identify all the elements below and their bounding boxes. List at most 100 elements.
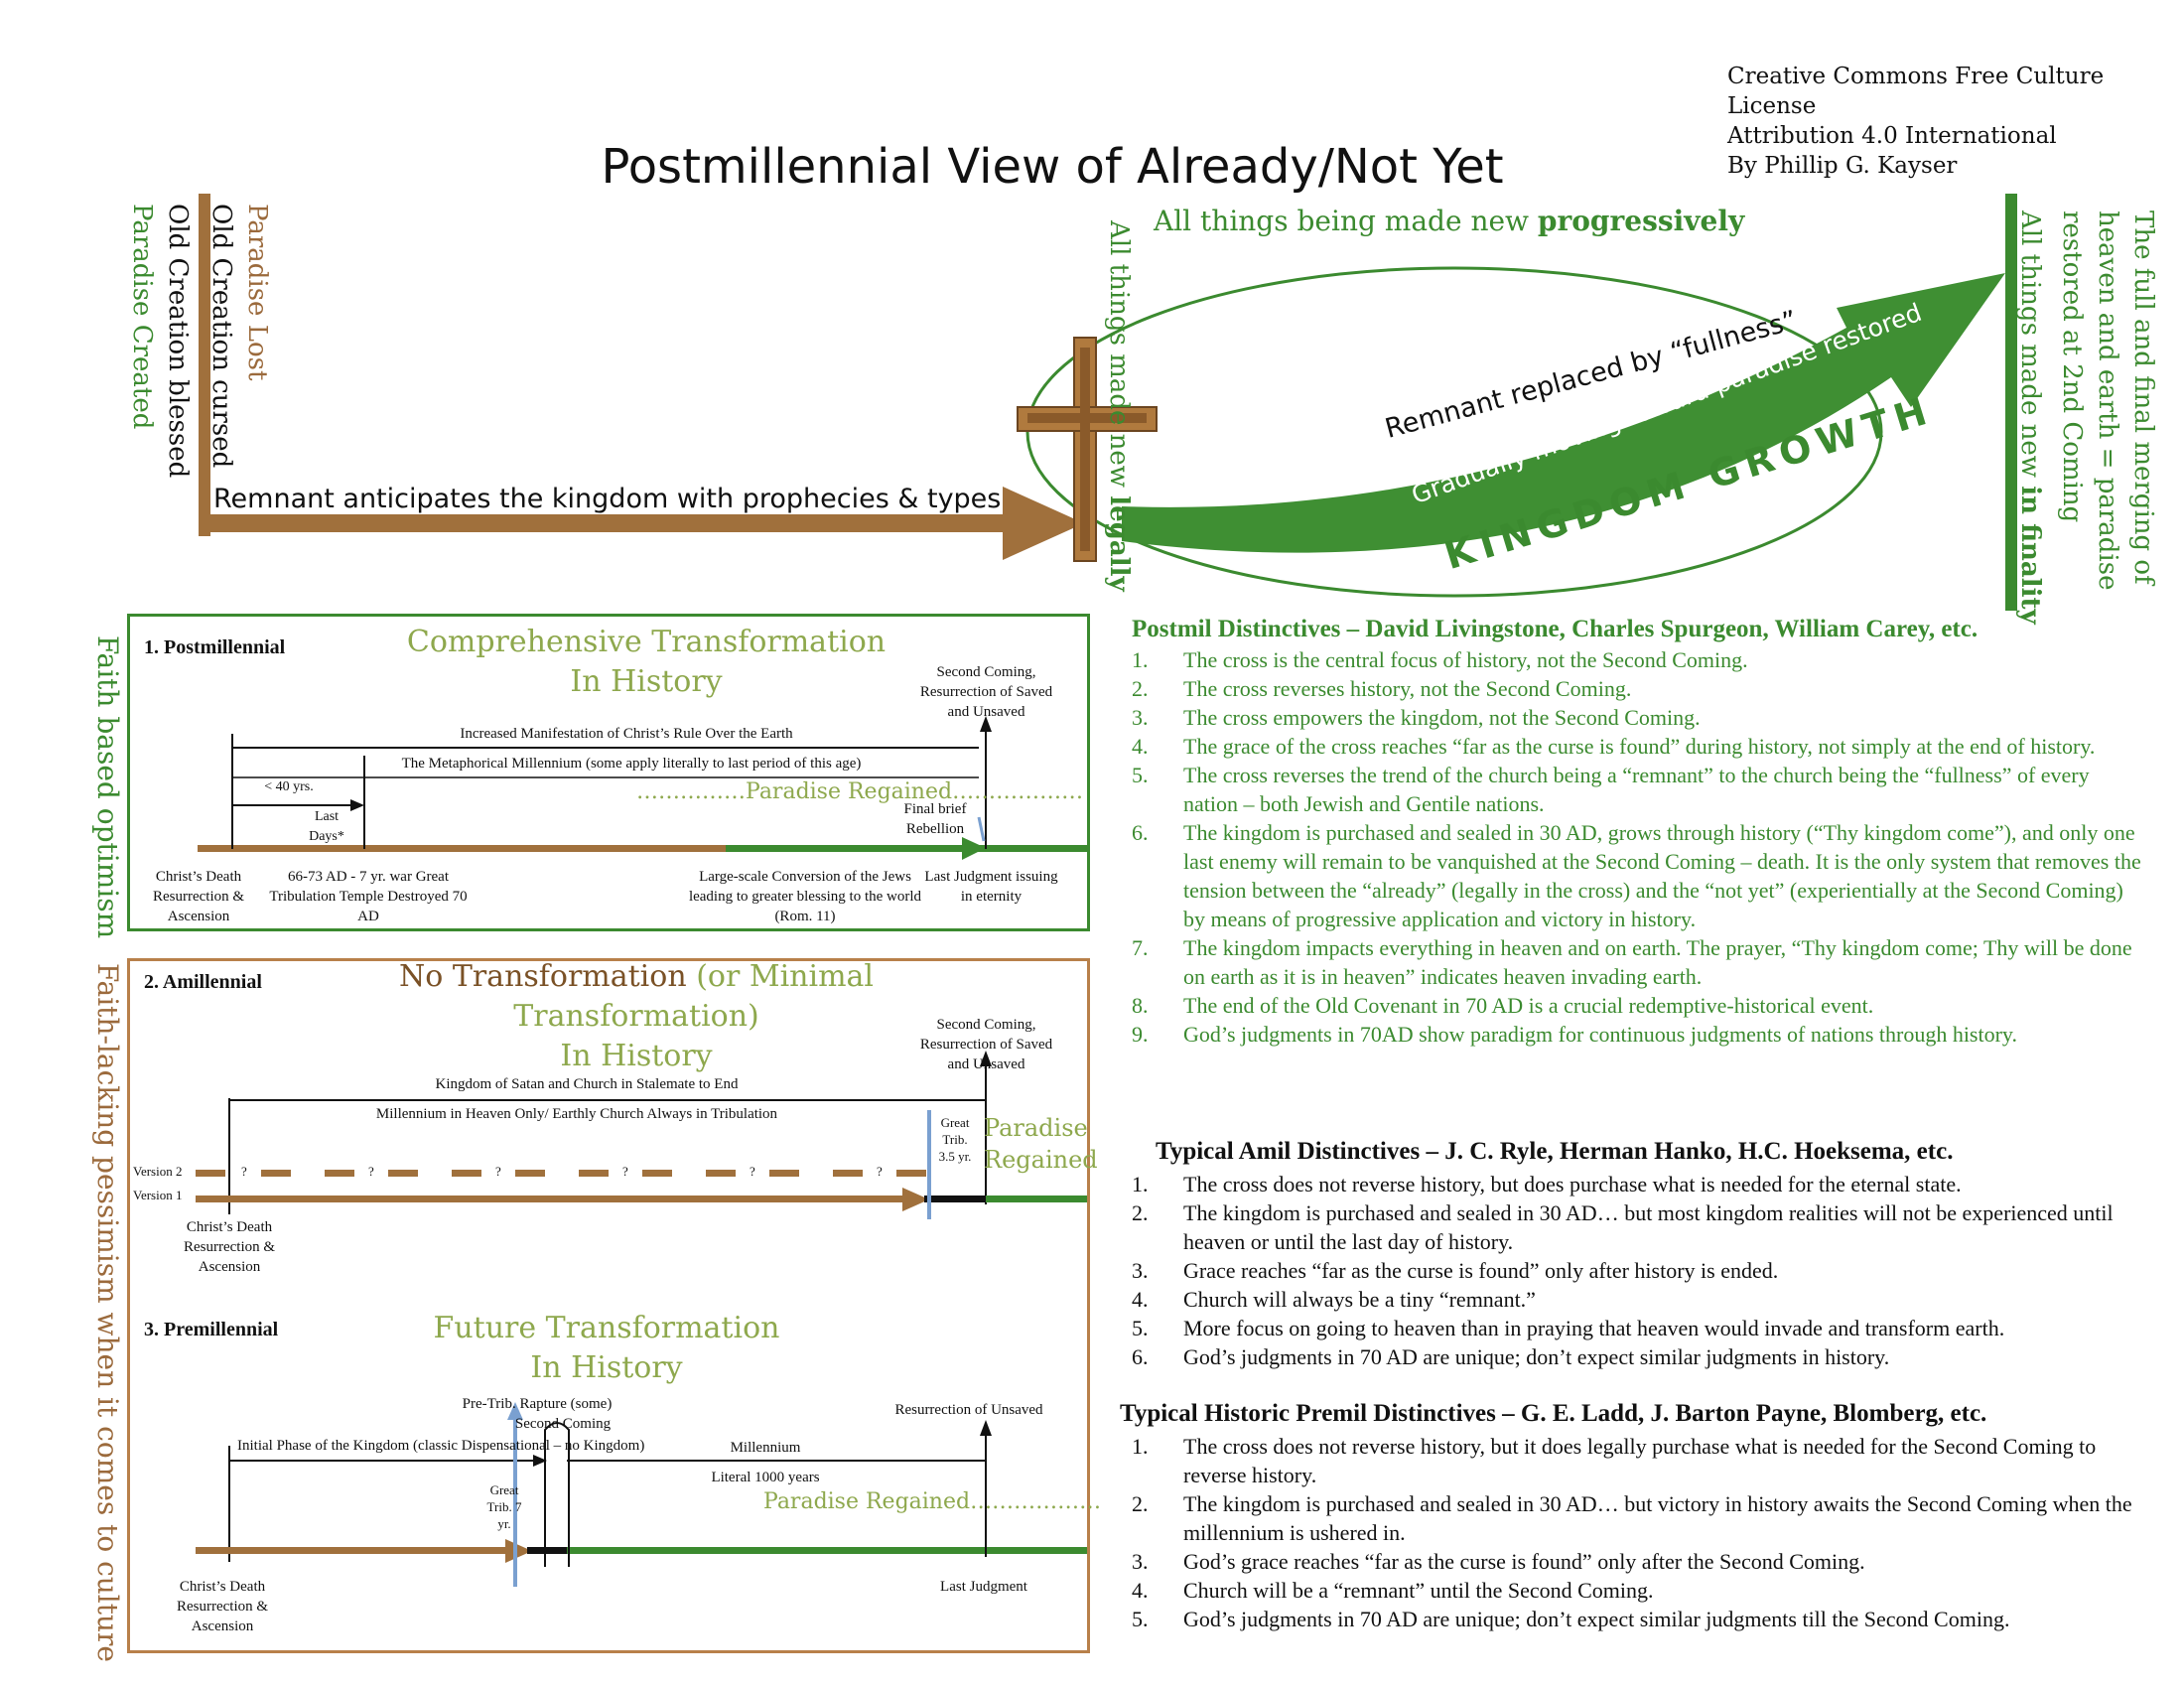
list-item-text: The kingdom is purchased and sealed in 3… [1183,820,2141,931]
faith-lacking-label: Faith-lacking pessimism when it comes to… [91,963,124,1663]
less-40-years: < 40 yrs. [264,779,314,794]
premil-paradise-regained: Paradise Regained……………… [763,1489,1102,1514]
list-item: 2.The cross reverses history, not the Se… [1132,676,1632,701]
question-mark: ? [368,1164,374,1179]
list-item: 2.The kingdom is purchased and sealed in… [1132,1491,2132,1545]
amil-title-b: (or Minimal Transformation) [513,959,875,1034]
amil-premil-box: 2. Amillennial No Transformation (or Min… [127,957,1101,1653]
list-item-text: More focus on going to heaven than in pr… [1183,1316,2005,1340]
list-item: 4.Church will always be a tiny “remnant.… [1132,1287,1536,1312]
premil-second-coming: Second Coming [514,1416,612,1432]
cross-icon [1017,337,1158,562]
restored-line1: The full and final merging of [2128,211,2158,585]
finality-bold: in finality [2015,486,2045,625]
list-item: 1.The cross does not reverse history, bu… [1132,1172,1962,1196]
amil-second-coming: Second Coming, Resurrection of Saved and… [919,1017,1053,1072]
war-70ad: 66-73 AD - 7 yr. war Great Tribulation T… [269,869,468,924]
list-item-text: The cross reverses the trend of the chur… [1183,763,2090,816]
premil-great-trib: Great Trib. 7 yr. [486,1482,522,1531]
premil-christs-death: Christ’s Death Resurrection & Ascension [176,1579,269,1634]
page-title: Postmillennial View of Already/Not Yet [601,139,1504,195]
postmil-number-title: 1. Postmillennial [144,636,286,658]
remnant-arrow-shaft [204,514,1018,532]
amil-paradise-regained: Paradise Regained [984,1112,1098,1176]
amil-title-a: No Transformation [398,959,687,994]
list-item: 9.God’s judgments in 70AD show paradigm … [1132,1022,2018,1047]
list-item-text: Church will be a “remnant” until the Sec… [1183,1578,1654,1603]
amil-distinctives-list: 1.The cross does not reverse history, bu… [1132,1170,2144,1371]
version2-dashes [196,1170,926,1177]
list-item-text: The kingdom is purchased and sealed in 3… [1183,1491,2132,1545]
question-mark: ? [750,1164,755,1179]
postmil-list-heading: Postmil Distinctives – David Livingstone… [1132,616,1979,642]
postmil-last-judgment: Last Judgment issuing in eternity [924,869,1058,905]
list-item: 5.More focus on going to heaven than in … [1132,1316,2005,1340]
list-item-text: The end of the Old Covenant in 70 AD is … [1183,993,1874,1018]
list-item: 1.The cross does not reverse history, bu… [1132,1434,2097,1487]
list-item-text: The cross reverses history, not the Seco… [1183,676,1632,701]
restored-line3: restored at 2nd Coming [2057,211,2087,523]
question-mark: ? [241,1164,247,1179]
postmil-title-line1: Comprehensive Transformation [406,625,887,659]
list-item: 3.Grace reaches “far as the curse is fou… [1132,1258,1779,1283]
list-item: 4.Church will be a “remnant” until the S… [1132,1578,1654,1603]
version1-label: Version 1 [133,1188,183,1202]
amil-title-line1: No Transformation (or Minimal Transforma… [329,957,944,1037]
kingdom-satan-stalemate: Kingdom of Satan and Church in Stalemate… [435,1076,739,1092]
license-line: By Phillip G. Kayser [1727,153,1958,179]
premil-last-judgment: Last Judgment [940,1579,1027,1595]
list-item-text: Grace reaches “far as the curse is found… [1183,1258,1779,1283]
list-item: 2.The kingdom is purchased and sealed in… [1132,1200,2114,1254]
legally-bold: legally [1104,495,1134,592]
premil-title-line2: In History [530,1350,683,1385]
amil-list-heading: Typical Amil Distinctives – J. C. Ryle, … [1156,1138,1954,1165]
list-item: 6.God’s judgments in 70 AD are unique; d… [1132,1344,1890,1369]
pre-trib-rapture: Pre-Trib. Rapture (some) [462,1396,613,1412]
remnant-arrow-head [1003,487,1084,560]
list-item: 3.God’s grace reaches “far as the curse … [1132,1549,1865,1574]
top-diagram [199,194,2017,611]
license-line: Creative Commons Free Culture License [1727,64,2105,119]
amil-title-line2: In History [560,1039,713,1073]
list-item: 3.The cross empowers the kingdom, not th… [1132,705,1701,730]
list-item: 5.God’s judgments in 70 AD are unique; d… [1132,1607,2010,1631]
premil-distinctives-list: 1.The cross does not reverse history, bu… [1132,1432,2144,1633]
increased-manifestation: Increased Manifestation of Christ’s Rule… [460,726,793,742]
list-item-text: God’s judgments in 70 AD are unique; don… [1183,1344,1890,1369]
amil-premil-timelines [196,1051,1087,1587]
premil-list-heading: Typical Historic Premil Distinctives – G… [1120,1400,1987,1427]
list-item-text: The cross is the central focus of histor… [1183,647,1748,672]
postmil-second-coming: Second Coming, Resurrection of Saved and… [919,664,1053,720]
kingdom-growth-arrow [1122,273,2005,553]
paradise-lost-label: Paradise Lost [242,204,272,381]
creation-bar [199,194,210,536]
last-days: Last Days* [309,809,344,844]
list-item-text: The grace of the cross reaches “far as t… [1183,734,2096,759]
finality-prefix: All things made new [2015,211,2045,487]
amil-christs-death: Christ’s Death Resurrection & Ascension [183,1219,276,1275]
list-item: 5.The cross reverses the trend of the ch… [1132,763,2090,816]
remnant-anticipates-label: Remnant anticipates the kingdom with pro… [213,484,1002,514]
list-item-text: God’s judgments in 70 AD are unique; don… [1183,1607,2010,1631]
list-item-text: The cross empowers the kingdom, not the … [1183,705,1701,730]
premil-title-line1: Future Transformation [433,1311,780,1345]
postmil-title-line2: In History [570,664,723,699]
progressively-bold: progressively [1537,205,1745,237]
amil-number-title: 2. Amillennial [144,971,262,993]
literal-1000-years: Literal 1000 years [711,1470,820,1485]
list-item: 7.The kingdom impacts everything in heav… [1132,935,2132,989]
legally-label: All things made new legally [1104,220,1134,592]
list-item: 6.The kingdom is purchased and sealed in… [1132,820,2141,931]
license-line: Attribution 4.0 International [1727,123,2057,149]
list-item-text: The kingdom is purchased and sealed in 3… [1183,1200,2114,1254]
list-item-text: The cross does not reverse history, but … [1183,1434,2097,1487]
list-item: 1.The cross is the central focus of hist… [1132,647,1748,672]
postmil-box: 1. Postmillennial Comprehensive Transfor… [127,614,1090,931]
list-item-text: The cross does not reverse history, but … [1183,1172,1962,1196]
list-item-text: God’s grace reaches “far as the curse is… [1183,1549,1865,1574]
millennium-heaven-only: Millennium in Heaven Only/ Earthly Churc… [375,1106,778,1122]
question-mark: ? [622,1164,628,1179]
list-item-text: Church will always be a tiny “remnant.” [1183,1287,1536,1312]
list-item: 4.The grace of the cross reaches “far as… [1132,734,2096,759]
license-block: Creative Commons Free Culture License At… [1727,62,2184,181]
